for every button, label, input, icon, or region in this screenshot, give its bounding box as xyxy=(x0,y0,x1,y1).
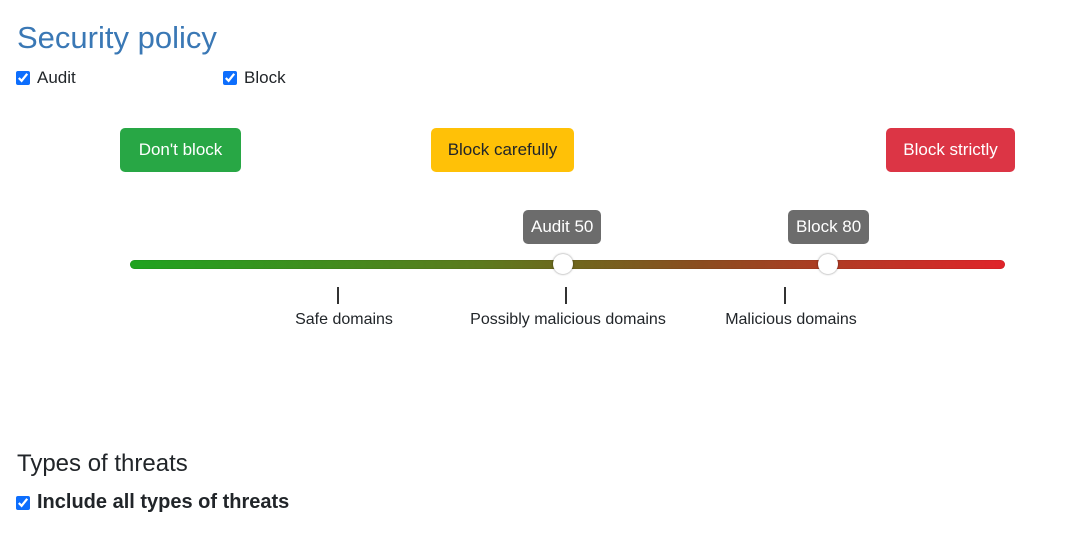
block-threshold-handle[interactable] xyxy=(818,254,838,274)
include-all-threats-label[interactable]: Include all types of threats xyxy=(16,491,289,514)
tick-label-malicious: Malicious domains xyxy=(725,311,857,328)
block-strictly-button[interactable]: Block strictly xyxy=(886,128,1015,172)
tick-mark-safe xyxy=(337,287,339,304)
audit-threshold-tooltip: Audit 50 xyxy=(523,210,602,244)
page-title: Security policy xyxy=(17,20,217,55)
audit-label: Audit xyxy=(37,68,76,87)
block-label: Block xyxy=(244,68,286,87)
audit-checkbox-label[interactable]: Audit xyxy=(16,68,76,88)
tick-mark-malicious xyxy=(784,287,786,304)
audit-threshold-handle[interactable] xyxy=(553,254,573,274)
block-checkbox-label[interactable]: Block xyxy=(223,68,286,88)
audit-checkbox[interactable] xyxy=(16,71,30,85)
threats-heading: Types of threats xyxy=(17,450,188,477)
tick-label-possibly-malicious: Possibly malicious domains xyxy=(470,311,666,328)
block-checkbox[interactable] xyxy=(223,71,237,85)
block-threshold-tooltip: Block 80 xyxy=(788,210,870,244)
block-carefully-button[interactable]: Block carefully xyxy=(431,128,574,172)
tick-label-safe: Safe domains xyxy=(295,311,393,328)
include-all-threats-text: Include all types of threats xyxy=(37,491,290,513)
dont-block-button[interactable]: Don't block xyxy=(120,128,241,172)
include-all-threats-checkbox[interactable] xyxy=(16,495,30,510)
tick-mark-possibly-malicious xyxy=(565,287,567,304)
